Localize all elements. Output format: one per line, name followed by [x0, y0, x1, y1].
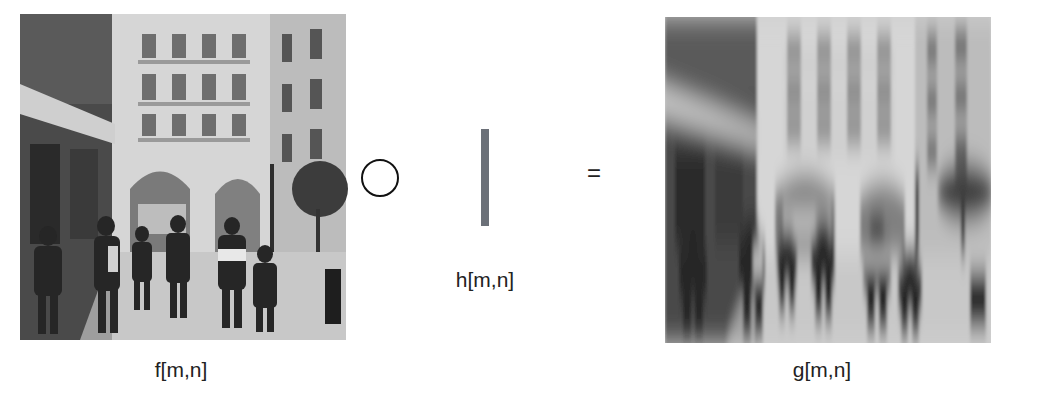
- equals-sign: =: [587, 161, 601, 185]
- convolution-operator: [362, 160, 398, 196]
- kernel-bar: [481, 129, 489, 226]
- image-label: g[m,n]: [793, 359, 851, 380]
- kernel-label: h[m,n]: [456, 269, 514, 290]
- input-image: [20, 14, 348, 340]
- output-image: [665, 17, 993, 343]
- image-label: f[m,n]: [155, 359, 208, 380]
